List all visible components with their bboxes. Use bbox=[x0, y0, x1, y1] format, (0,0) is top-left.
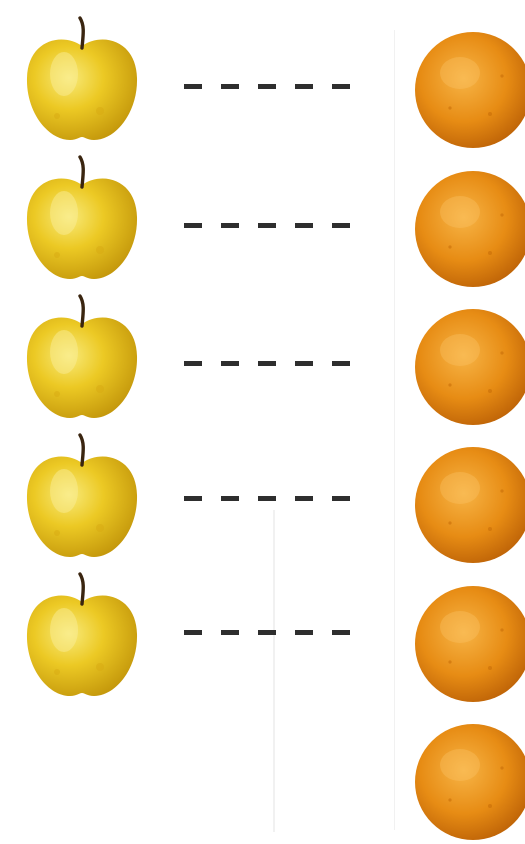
apple-1 bbox=[22, 16, 142, 144]
apple-4 bbox=[22, 433, 142, 561]
apple-2 bbox=[22, 155, 142, 283]
orange-6 bbox=[410, 720, 525, 844]
dashed-connector bbox=[184, 84, 360, 89]
dashed-connector bbox=[184, 361, 360, 366]
dashed-connector bbox=[184, 630, 360, 635]
orange-2 bbox=[410, 167, 525, 291]
dashed-connector bbox=[184, 223, 360, 228]
faint-vertical-line bbox=[273, 510, 275, 832]
faint-vertical-line bbox=[394, 30, 395, 830]
dashed-connector bbox=[184, 496, 360, 501]
orange-1 bbox=[410, 28, 525, 152]
orange-4 bbox=[410, 443, 525, 567]
apple-5 bbox=[22, 572, 142, 700]
orange-3 bbox=[410, 305, 525, 429]
apple-3 bbox=[22, 294, 142, 422]
orange-5 bbox=[410, 582, 525, 706]
